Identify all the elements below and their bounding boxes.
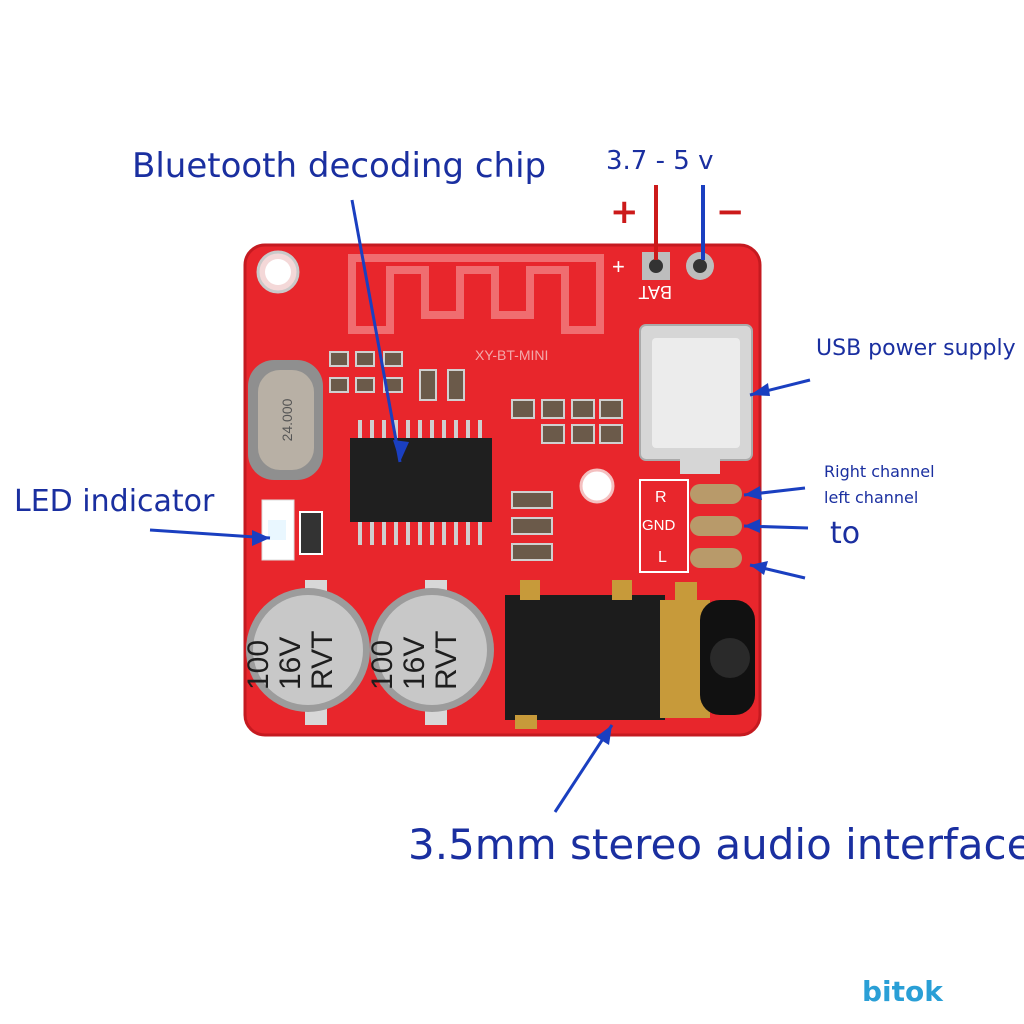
bat-plus-silk: + (612, 254, 625, 279)
antenna-trace (348, 254, 604, 334)
chip-arrow (350, 199, 402, 463)
cap1-line2: 16V (274, 637, 307, 690)
brand-logo: bitok (862, 975, 943, 1008)
decoding-chip (350, 420, 492, 545)
left-channel-label: left channel (824, 488, 919, 507)
battery-pads: + BAT (612, 252, 714, 302)
usb-label: USB power supply (816, 336, 1016, 361)
led (261, 499, 323, 561)
arrow-heads (252, 383, 770, 745)
cap2-line3: RVT (430, 631, 463, 690)
mounting-hole-center (579, 468, 615, 504)
right-channel-label: Right channel (824, 462, 935, 481)
minus-sign: − (716, 192, 745, 232)
crystal-label: 24.000 (279, 398, 295, 441)
pad-gnd-silk: GND (642, 517, 676, 534)
jack-label: 3.5mm stereo audio interface (408, 820, 1024, 869)
crystal-oscillator: 24.000 (248, 360, 323, 480)
model-silkscreen: XY-BT-MINI (475, 347, 548, 363)
capacitor-2: 100 16V RVT (366, 580, 494, 725)
cap1-line1: 100 (242, 640, 275, 690)
to-label: to (830, 516, 861, 551)
chip-label: Bluetooth decoding chip (132, 146, 547, 186)
cap2-line1: 100 (366, 640, 399, 690)
plus-sign: + (610, 192, 639, 232)
cap1-line3: RVT (306, 631, 339, 690)
led-arrow (149, 528, 271, 540)
led-label: LED indicator (14, 484, 215, 519)
capacitor-1: 100 16V RVT (242, 580, 370, 725)
smd-components (329, 351, 623, 561)
usb-port (639, 324, 753, 474)
bat-silkscreen: BAT (638, 282, 672, 302)
audio-jack (505, 580, 755, 729)
voltage-label: 3.7 - 5 v (606, 146, 714, 176)
pad-r-silk: R (655, 489, 667, 506)
pad-l-silk: L (658, 549, 667, 566)
audio-pads: R GND L (639, 479, 742, 573)
cap2-line2: 16V (398, 637, 431, 690)
